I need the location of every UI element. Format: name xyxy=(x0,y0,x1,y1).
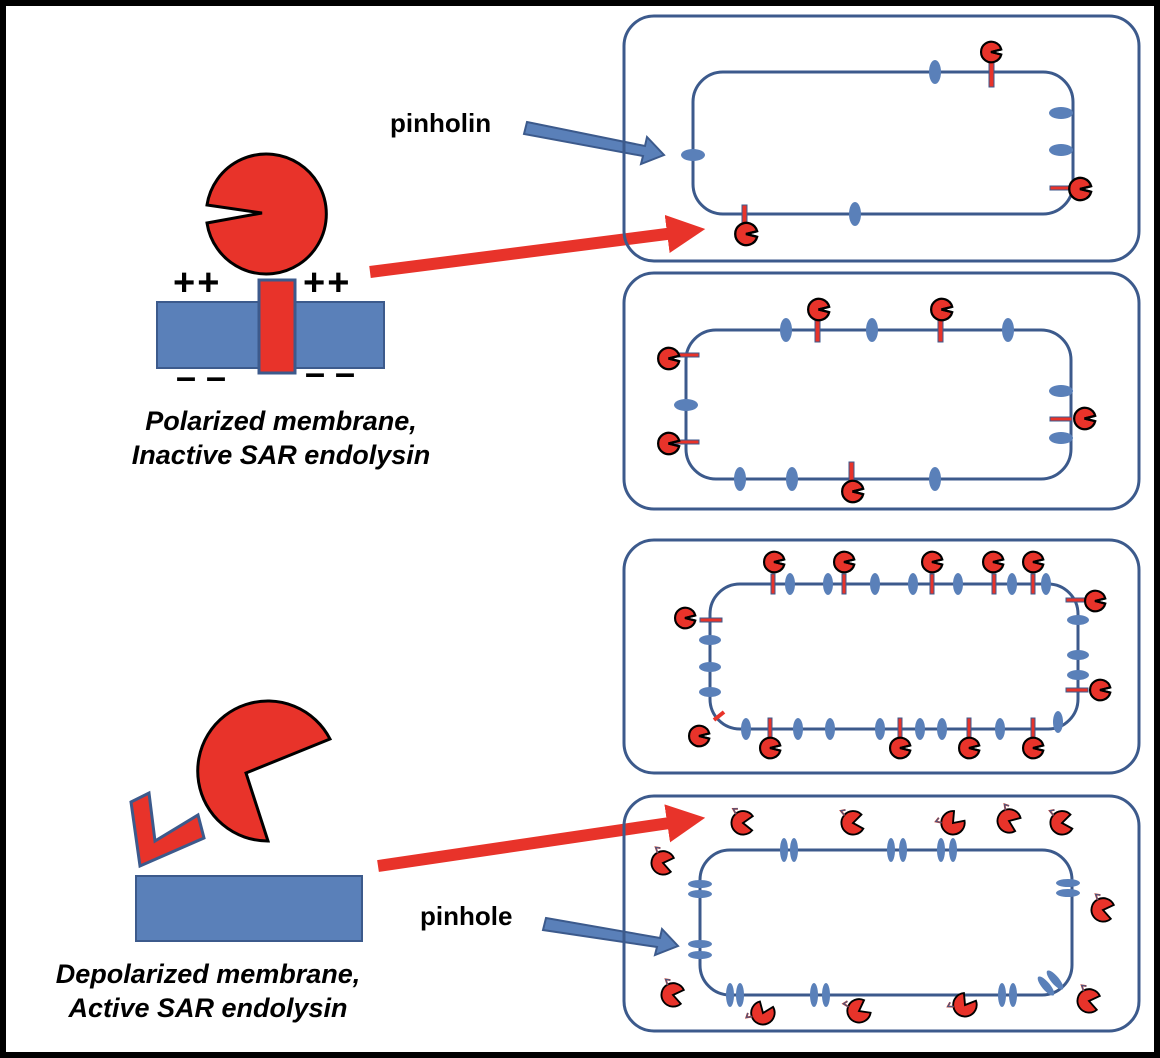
inner-membrane-4 xyxy=(698,848,1074,997)
red-arrow-top xyxy=(369,214,706,278)
cell-stage-3 xyxy=(673,550,1112,760)
negative-charges-right: – – xyxy=(305,352,356,393)
endolysin-head-inactive xyxy=(205,152,328,276)
pinholin-label: pinholin xyxy=(390,108,492,138)
cell-panel-4 xyxy=(622,794,1141,1033)
positive-charges-right: ++ xyxy=(303,262,352,304)
polarized-membrane-illustration xyxy=(156,152,385,375)
endolysins-2 xyxy=(657,297,1097,504)
pinholins-3 xyxy=(699,573,1089,740)
inner-membrane-1 xyxy=(691,70,1075,216)
endolysin-head-active xyxy=(196,699,333,843)
polarized-caption-line1: Polarized membrane, xyxy=(145,406,417,436)
inner-membrane-3 xyxy=(708,582,1080,731)
cell-panel-2 xyxy=(622,271,1141,511)
polarized-caption-line2: Inactive SAR endolysin xyxy=(131,440,431,470)
pinholes-4 xyxy=(688,838,1080,1007)
cell-stage-2 xyxy=(657,297,1097,504)
cell-panel-3 xyxy=(622,538,1141,775)
cell-panel-1 xyxy=(622,14,1141,263)
membrane-slab-depolarized xyxy=(135,875,363,942)
positive-charges-left: ++ xyxy=(173,262,222,304)
negative-charges-left: – – xyxy=(176,356,227,397)
arrows xyxy=(369,120,706,957)
endolysins-1 xyxy=(734,40,1093,247)
released-sar-anchor xyxy=(129,790,206,869)
cell-stage-1 xyxy=(681,40,1093,247)
depolarized-caption-line2: Active SAR endolysin xyxy=(68,993,348,1023)
sar-anchor xyxy=(257,278,297,375)
red-arrow-bottom xyxy=(377,804,706,872)
polarized-caption: Polarized membrane, Inactive SAR endolys… xyxy=(96,404,466,472)
depolarized-caption-line1: Depolarized membrane, xyxy=(55,959,361,989)
pinholins-1 xyxy=(681,60,1073,226)
depolarized-membrane-illustration xyxy=(129,699,363,942)
endolysins-3 xyxy=(673,550,1112,760)
blue-arrow-pinhole xyxy=(541,916,680,957)
pinholins-2 xyxy=(674,318,1073,491)
inner-membrane-2 xyxy=(684,328,1073,481)
depolarized-caption: Depolarized membrane, Active SAR endolys… xyxy=(18,957,398,1025)
cell-stage-4 xyxy=(646,802,1119,1031)
pinhole-label: pinhole xyxy=(420,901,513,931)
cell-panels xyxy=(622,14,1141,1033)
blue-arrow-pinholin xyxy=(522,120,666,166)
